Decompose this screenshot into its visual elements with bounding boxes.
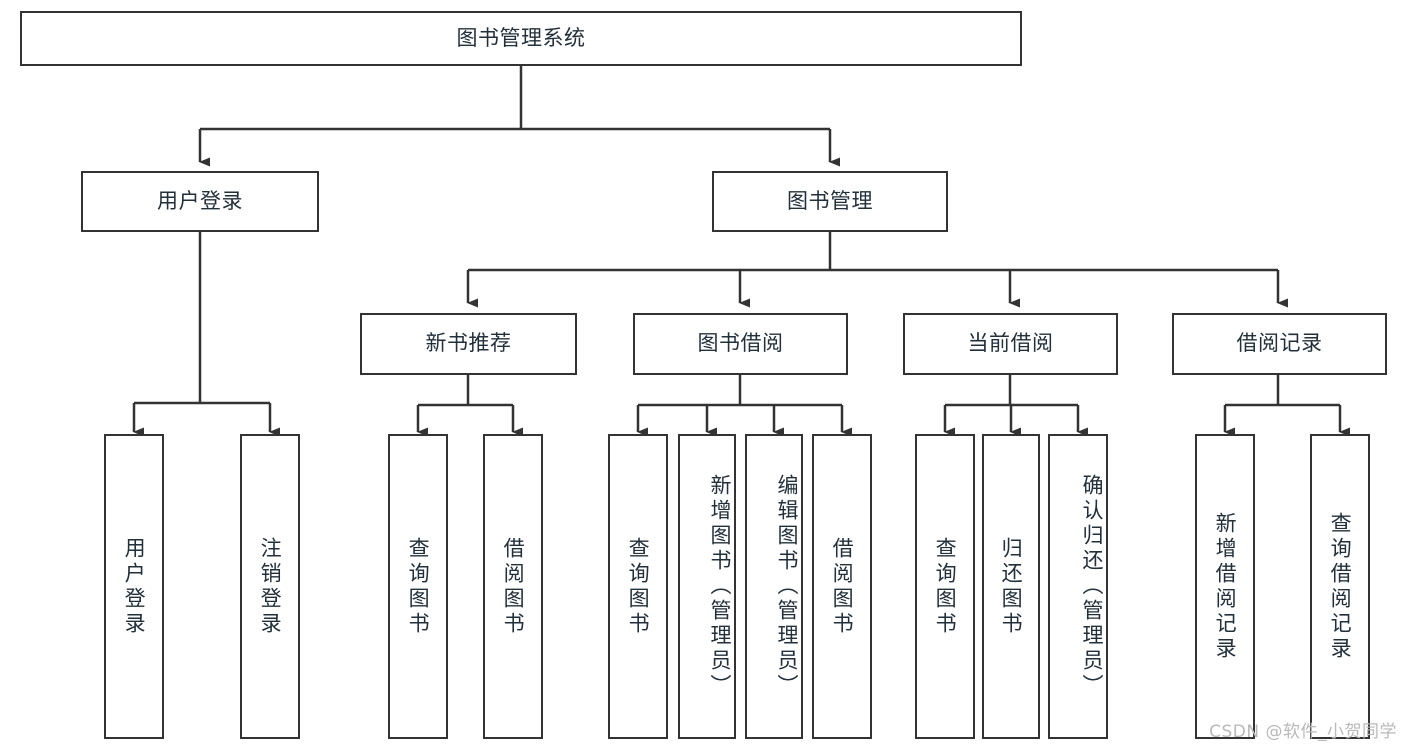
leaf-book-borrow-edit-book-admin[interactable]: 编辑图书（管理员） <box>745 434 803 739</box>
leaf-user-login-login[interactable]: 用户登录 <box>104 434 164 739</box>
node-book-management[interactable]: 图书管理 <box>712 171 948 232</box>
leaf-current-borrow-confirm-return-admin[interactable]: 确认归还（管理员） <box>1048 434 1108 739</box>
node-new-book-recommend[interactable]: 新书推荐 <box>360 313 577 375</box>
leaf-new-book-borrow-book[interactable]: 借阅图书 <box>483 434 543 739</box>
node-user-login[interactable]: 用户登录 <box>81 171 319 232</box>
leaf-book-borrow-add-book-admin[interactable]: 新增图书（管理员） <box>678 434 736 739</box>
leaf-current-borrow-return-book[interactable]: 归还图书 <box>982 434 1040 739</box>
node-root-system[interactable]: 图书管理系统 <box>20 11 1022 66</box>
leaf-borrow-record-query-record[interactable]: 查询借阅记录 <box>1310 434 1370 739</box>
leaf-book-borrow-query-book[interactable]: 查询图书 <box>608 434 668 739</box>
csdn-watermark: CSDN @软件_小贺同学 <box>1209 722 1397 742</box>
leaf-borrow-record-add-record[interactable]: 新增借阅记录 <box>1195 434 1255 739</box>
node-current-borrow[interactable]: 当前借阅 <box>903 313 1118 375</box>
node-borrow-record[interactable]: 借阅记录 <box>1172 313 1387 375</box>
node-book-borrow[interactable]: 图书借阅 <box>633 313 848 375</box>
leaf-book-borrow-borrow-book[interactable]: 借阅图书 <box>812 434 872 739</box>
leaf-current-borrow-query-book[interactable]: 查询图书 <box>915 434 975 739</box>
leaf-new-book-query-book[interactable]: 查询图书 <box>388 434 448 739</box>
leaf-user-login-logout[interactable]: 注销登录 <box>240 434 300 739</box>
